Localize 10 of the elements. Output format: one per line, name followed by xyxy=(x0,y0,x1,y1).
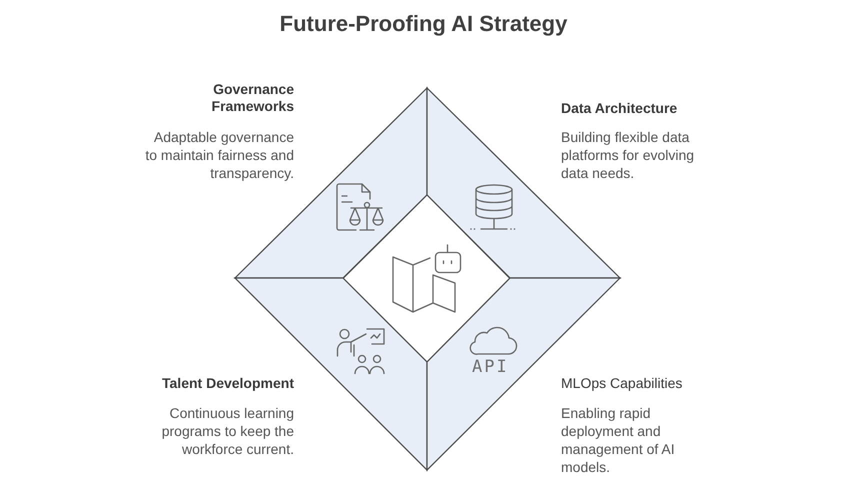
section-description: Building flexible data platforms for evolving data needs. xyxy=(561,128,696,182)
diagram-title: Future-Proofing AI Strategy xyxy=(280,11,568,36)
section-heading: MLOps Capabilities xyxy=(561,374,684,392)
section-description: Enabling rapid deployment and management of AI models. xyxy=(561,404,676,476)
section-heading: Data Architecture xyxy=(561,100,678,116)
section-description: Adaptable governance to maintain fairness and transparency. xyxy=(144,128,294,182)
section-heading: Talent Development xyxy=(161,374,294,392)
icon-caption: API xyxy=(472,358,509,376)
section-description: Continuous learning programs to keep the workforce current. xyxy=(160,404,294,458)
section-heading: Governance Frameworks xyxy=(210,81,294,115)
